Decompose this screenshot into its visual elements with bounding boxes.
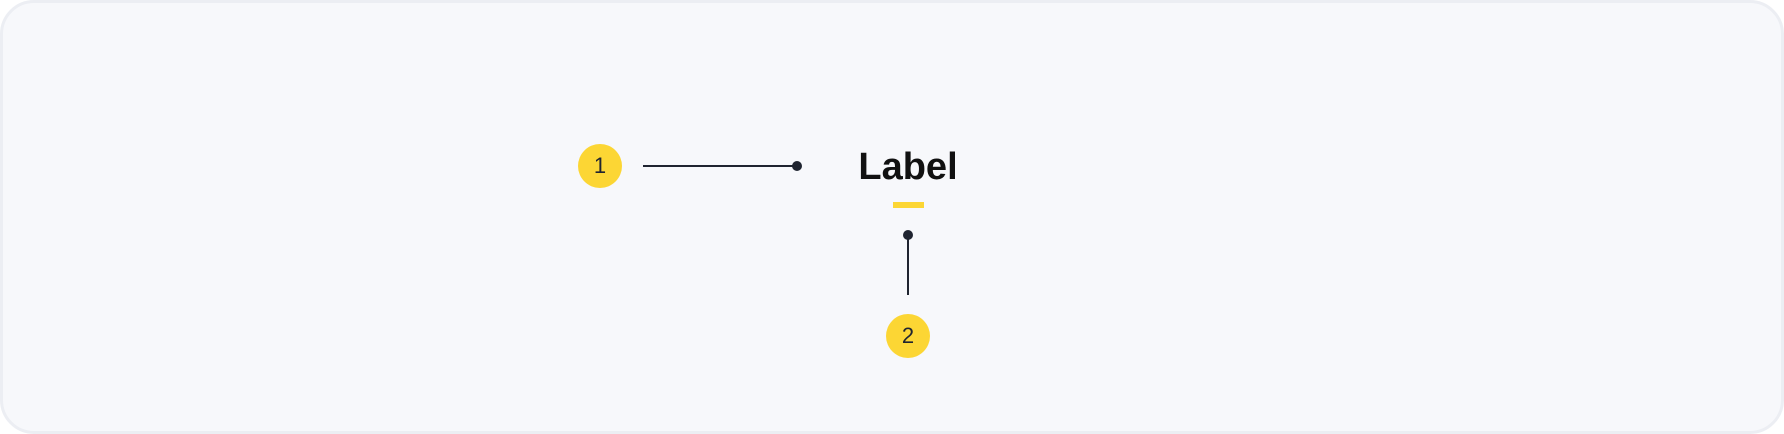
- callout-badge-2: 2: [886, 314, 930, 358]
- leader-line-1: [643, 165, 795, 167]
- tab-label-text: Label: [858, 146, 958, 188]
- leader-dot-1: [792, 161, 802, 171]
- leader-line-2: [907, 235, 909, 295]
- active-indicator: [893, 202, 924, 208]
- callout-badge-1: 1: [578, 144, 622, 188]
